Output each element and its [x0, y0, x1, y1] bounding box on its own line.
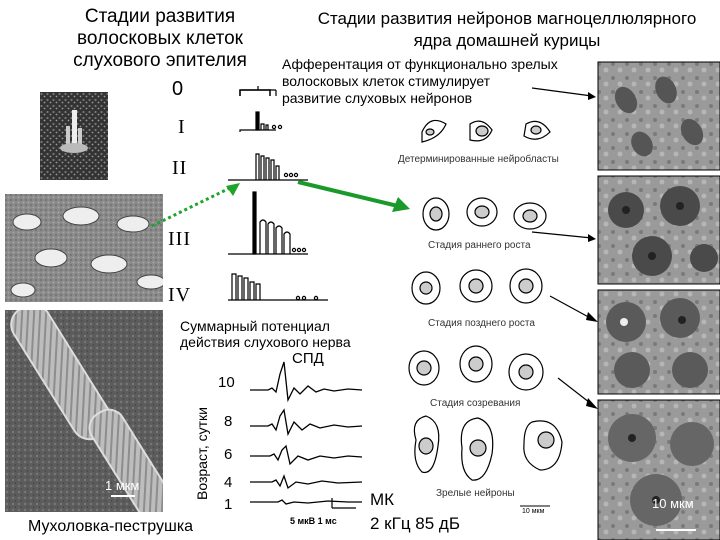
age-1: 1 [224, 496, 233, 513]
arrow-to-photo-1 [531, 87, 593, 97]
afferent-line2: волосковых клеток стимулирует [282, 73, 491, 89]
label-determined: Детерминированные нейробласты [398, 154, 559, 165]
trace-age-10 [250, 361, 363, 403]
afferent-text: Афферентация от функционально зрелых вол… [282, 56, 558, 107]
afferent-line1: Афферентация от функционально зрелых [282, 56, 558, 72]
bundle-profile-diagrams [228, 86, 328, 301]
profile-stage3-stereocilia [259, 219, 291, 254]
age-axis-label: Возраст, сутки [194, 407, 210, 500]
green-arrow-head [392, 197, 410, 212]
label-mature: Зрелые нейроны [436, 488, 515, 499]
stage-label-3: III [168, 228, 191, 250]
left-title-line2: волосковых клеток [77, 28, 243, 49]
species-label: Мухоловка-пеструшка [28, 518, 194, 535]
label-maturation: Стадия созревания [430, 398, 521, 409]
stimulus-label: МК 2 кГц 85 дБ [370, 488, 460, 536]
profile-stage4-stereocilia [231, 273, 261, 300]
trace-age-8 [250, 408, 363, 437]
cap-label-line2: действия слухового нерва [180, 334, 351, 350]
trace-scale-label: 5 мкВ 1 мс [290, 516, 337, 526]
neuron-stage-drawings [408, 119, 563, 507]
sem-photo-mature-bundles: 1 мкм [5, 310, 163, 512]
histology-photo-1 [597, 61, 720, 171]
afferent-line3: развитие слуховых нейронов [282, 90, 473, 106]
green-arrow-stage-link [297, 180, 403, 209]
stage-label-2: II [172, 157, 188, 179]
cap-label-line1: Суммарный потенциал [180, 318, 330, 334]
left-title-line1: Стадии развития [84, 6, 236, 27]
stage-label-1: I [178, 116, 186, 138]
arrow-to-photo-3 [549, 295, 595, 321]
stimulus-line1: МК [370, 490, 395, 509]
cap-abbrev: СПД [292, 350, 324, 367]
sem-photo-mature-bundles-image [5, 310, 163, 512]
trace-age-4 [250, 474, 363, 490]
sem-photo-stage0-image [40, 92, 108, 180]
profile-stage1-kinocilium [255, 111, 260, 131]
label-late-growth: Стадия позднего роста [428, 318, 535, 329]
histology-photo-2 [597, 175, 720, 285]
profile-stage3-kinocilium [252, 191, 257, 255]
histology-photos [597, 61, 720, 540]
profile-stage2-stereocilia [255, 153, 280, 180]
dotted-green-arrow-head [226, 183, 240, 196]
drawing-scale-label: 10 мкм [522, 508, 545, 515]
stage-label-0: 0 [172, 78, 184, 100]
sem-photo-epithelium [5, 194, 163, 302]
profile-stage1-stereocilia [260, 123, 269, 130]
right-title-line1: Стадии развития нейронов магноцеллюлярно… [317, 9, 697, 28]
age-4: 4 [224, 474, 233, 491]
sem-photo-stage0 [40, 92, 108, 180]
histology-photo-4 [597, 399, 720, 540]
left-title-line3: слухового эпителия [73, 50, 247, 71]
trace-age-6 [250, 444, 363, 466]
late-growth-group [411, 268, 543, 305]
scale-label-1um: 1 мкм [105, 478, 140, 493]
stage-label-4: IV [168, 284, 192, 306]
dotted-green-arrow [151, 184, 235, 228]
maturation-group [408, 345, 544, 391]
sem-photo-epithelium-image [5, 194, 163, 302]
trace-age-1 [250, 499, 362, 505]
mature-neurons-group [413, 415, 563, 481]
stage0-pointer [239, 89, 271, 96]
age-10: 10 [218, 374, 235, 391]
left-title: Стадии развития волосковых клеток слухов… [40, 6, 280, 72]
neuroblast-group [421, 119, 551, 143]
age-8: 8 [224, 413, 233, 430]
arrow-to-photo-2 [531, 231, 593, 239]
cap-label: Суммарный потенциал действия слухового н… [180, 318, 351, 350]
right-title-line2: ядра домашней курицы [413, 31, 601, 50]
scale-label-10um: 10 мкм [652, 496, 694, 511]
histology-photo-3 [597, 289, 720, 395]
label-early-growth: Стадия раннего роста [428, 240, 531, 251]
age-6: 6 [224, 446, 233, 463]
early-growth-group [422, 197, 547, 231]
stimulus-line2: 2 кГц 85 дБ [370, 514, 460, 533]
trace-scale-bar [331, 498, 356, 509]
cap-traces [250, 361, 363, 509]
right-title: Стадии развития нейронов магноцеллюлярно… [282, 8, 720, 52]
